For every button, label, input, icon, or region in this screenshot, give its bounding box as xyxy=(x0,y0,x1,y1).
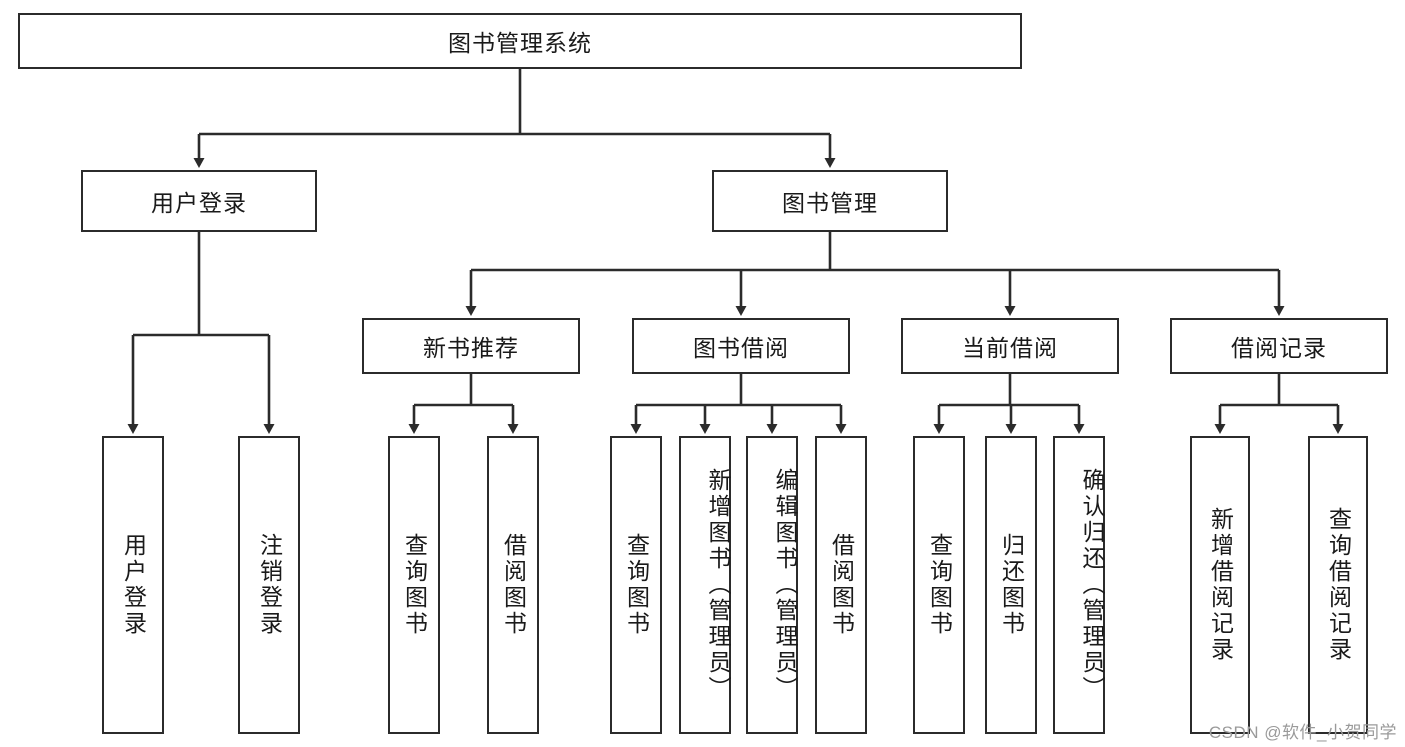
node-label: 借阅图书 xyxy=(828,533,855,637)
node-label: 查询图书 xyxy=(623,533,650,637)
node-user-login[interactable]: 用户登录 xyxy=(81,170,317,232)
node-leaf-borrow-book-recommend[interactable]: 借阅图书 xyxy=(487,436,539,734)
node-label: 查询图书 xyxy=(401,533,428,637)
node-label: 当前借阅 xyxy=(962,335,1058,361)
node-leaf-query-book-recommend[interactable]: 查询图书 xyxy=(388,436,440,734)
csdn-watermark: CSDN @软件_小贺同学 xyxy=(1208,723,1397,742)
node-label: 新增借阅记录 xyxy=(1207,507,1234,663)
node-label: 借阅图书 xyxy=(500,533,527,637)
node-borrow-record[interactable]: 借阅记录 xyxy=(1170,318,1388,374)
node-leaf-query-borrow-record[interactable]: 查询借阅记录 xyxy=(1308,436,1368,734)
node-leaf-user-login[interactable]: 用户登录 xyxy=(102,436,164,734)
node-book-borrow[interactable]: 图书借阅 xyxy=(632,318,850,374)
node-label: 用户登录 xyxy=(151,190,247,216)
node-leaf-query-book-current[interactable]: 查询图书 xyxy=(913,436,965,734)
node-book-manage[interactable]: 图书管理 xyxy=(712,170,948,232)
node-label: 确认归还（管理员） xyxy=(1079,468,1105,702)
node-label: 图书管理 xyxy=(782,190,878,216)
node-root[interactable]: 图书管理系统 xyxy=(18,13,1022,69)
node-current-borrow[interactable]: 当前借阅 xyxy=(901,318,1119,374)
node-label: 新增图书（管理员） xyxy=(705,468,731,702)
node-leaf-borrow-book[interactable]: 借阅图书 xyxy=(815,436,867,734)
node-label: 查询图书 xyxy=(926,533,953,637)
node-label: 借阅记录 xyxy=(1231,335,1327,361)
node-leaf-query-book-borrow[interactable]: 查询图书 xyxy=(610,436,662,734)
node-leaf-confirm-return-admin[interactable]: 确认归还（管理员） xyxy=(1053,436,1105,734)
node-leaf-add-book-admin[interactable]: 新增图书（管理员） xyxy=(679,436,731,734)
node-leaf-user-logout[interactable]: 注销登录 xyxy=(238,436,300,734)
node-label: 注销登录 xyxy=(256,533,283,637)
node-label: 新书推荐 xyxy=(423,335,519,361)
node-label: 归还图书 xyxy=(998,533,1025,637)
node-label: 编辑图书（管理员） xyxy=(772,468,798,702)
node-label: 用户登录 xyxy=(120,533,147,637)
node-new-book-recommend[interactable]: 新书推荐 xyxy=(362,318,580,374)
node-label: 图书借阅 xyxy=(693,335,789,361)
node-label: 图书管理系统 xyxy=(448,30,592,56)
node-leaf-return-book[interactable]: 归还图书 xyxy=(985,436,1037,734)
node-leaf-edit-book-admin[interactable]: 编辑图书（管理员） xyxy=(746,436,798,734)
node-leaf-add-borrow-record[interactable]: 新增借阅记录 xyxy=(1190,436,1250,734)
node-label: 查询借阅记录 xyxy=(1325,507,1352,663)
